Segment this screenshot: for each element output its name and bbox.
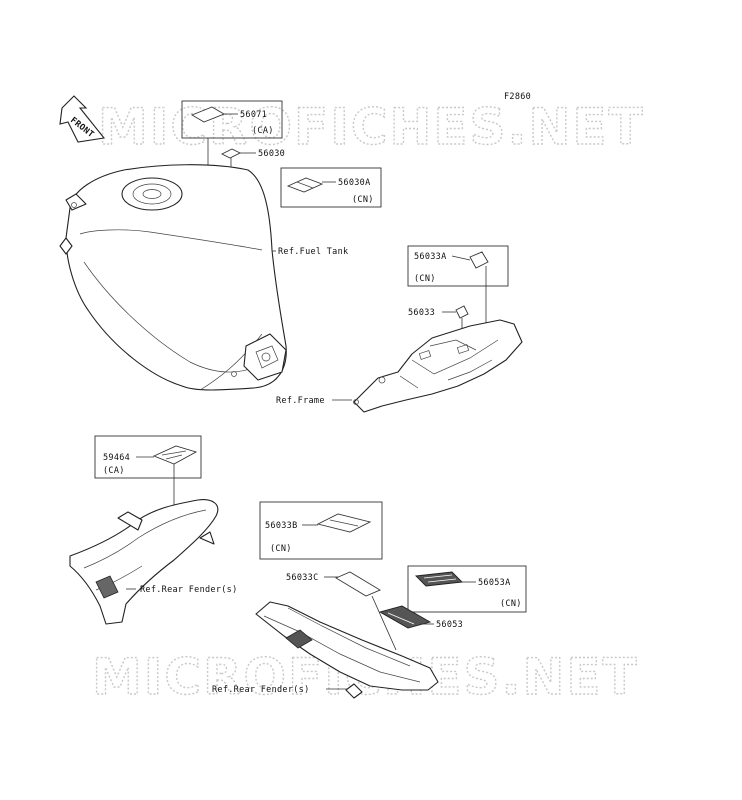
watermark-top: MICROFICHES.NET	[98, 98, 645, 156]
decal-56033A-icon	[469, 251, 489, 269]
rear-fender-left-drawing	[69, 499, 219, 625]
callout-box-56053A	[407, 565, 527, 613]
decal-59464-icon	[152, 445, 198, 465]
label-56030A-cn: (CN)	[352, 195, 374, 205]
label-56033A-cn: (CN)	[414, 274, 436, 284]
label-ref-rear-fender-2: Ref.Rear Fender(s)	[212, 685, 310, 695]
fuel-tank-group: 56071 (CA) 56030 56030A (CN) Ref	[59, 100, 382, 391]
label-56033C: 56033C	[286, 573, 319, 583]
fender-mount-icon	[117, 511, 143, 531]
rear-fender-right-group: 56033B (CN) 56033C 56053A (CN) 56053 Ref…	[212, 501, 527, 699]
fuel-tank-drawing	[65, 164, 287, 391]
label-56053A: 56053A	[478, 578, 511, 588]
callout-box-59464	[94, 435, 202, 479]
label-56033B: 56033B	[265, 521, 298, 531]
label-56033A: 56033A	[414, 252, 447, 262]
callout-box-56071	[181, 100, 283, 139]
callout-box-56030A	[280, 167, 382, 208]
frame-group: 56033A (CN) 56033 Ref.Frame	[276, 245, 523, 413]
label-56053: 56053	[436, 620, 463, 630]
label-56033B-cn: (CN)	[270, 544, 292, 554]
fuel-cap-icon	[121, 177, 183, 211]
label-56071-ca: (CA)	[252, 126, 274, 136]
fuel-pump-icon	[243, 333, 287, 381]
label-59464: 59464	[103, 453, 130, 463]
label-59464-ca: (CA)	[103, 466, 125, 476]
label-ref-fuel-tank: Ref.Fuel Tank	[278, 247, 348, 257]
label-56071: 56071	[240, 110, 267, 120]
rear-fender-left-group: 59464 (CA) Ref.Rear Fender(s)	[69, 435, 238, 625]
label-56033: 56033	[408, 308, 435, 318]
label-56030A: 56030A	[338, 178, 371, 188]
callout-box-56033A	[407, 245, 509, 287]
decal-56033-icon	[455, 305, 469, 319]
callout-box-56033B	[259, 501, 383, 560]
fender-bolt-icon	[345, 683, 363, 699]
rear-fender-right-drawing	[255, 601, 439, 691]
decal-56033C-icon	[335, 571, 381, 597]
label-56053A-cn: (CN)	[500, 599, 522, 609]
figure-code: F2860	[504, 92, 531, 102]
rear-frame-drawing	[353, 319, 523, 413]
label-ref-frame: Ref.Frame	[276, 396, 325, 406]
label-56030: 56030	[258, 149, 285, 159]
decal-56053-icon	[378, 605, 432, 629]
tank-mount-icon	[65, 193, 87, 211]
label-ref-rear-fender-1: Ref.Rear Fender(s)	[140, 585, 238, 595]
